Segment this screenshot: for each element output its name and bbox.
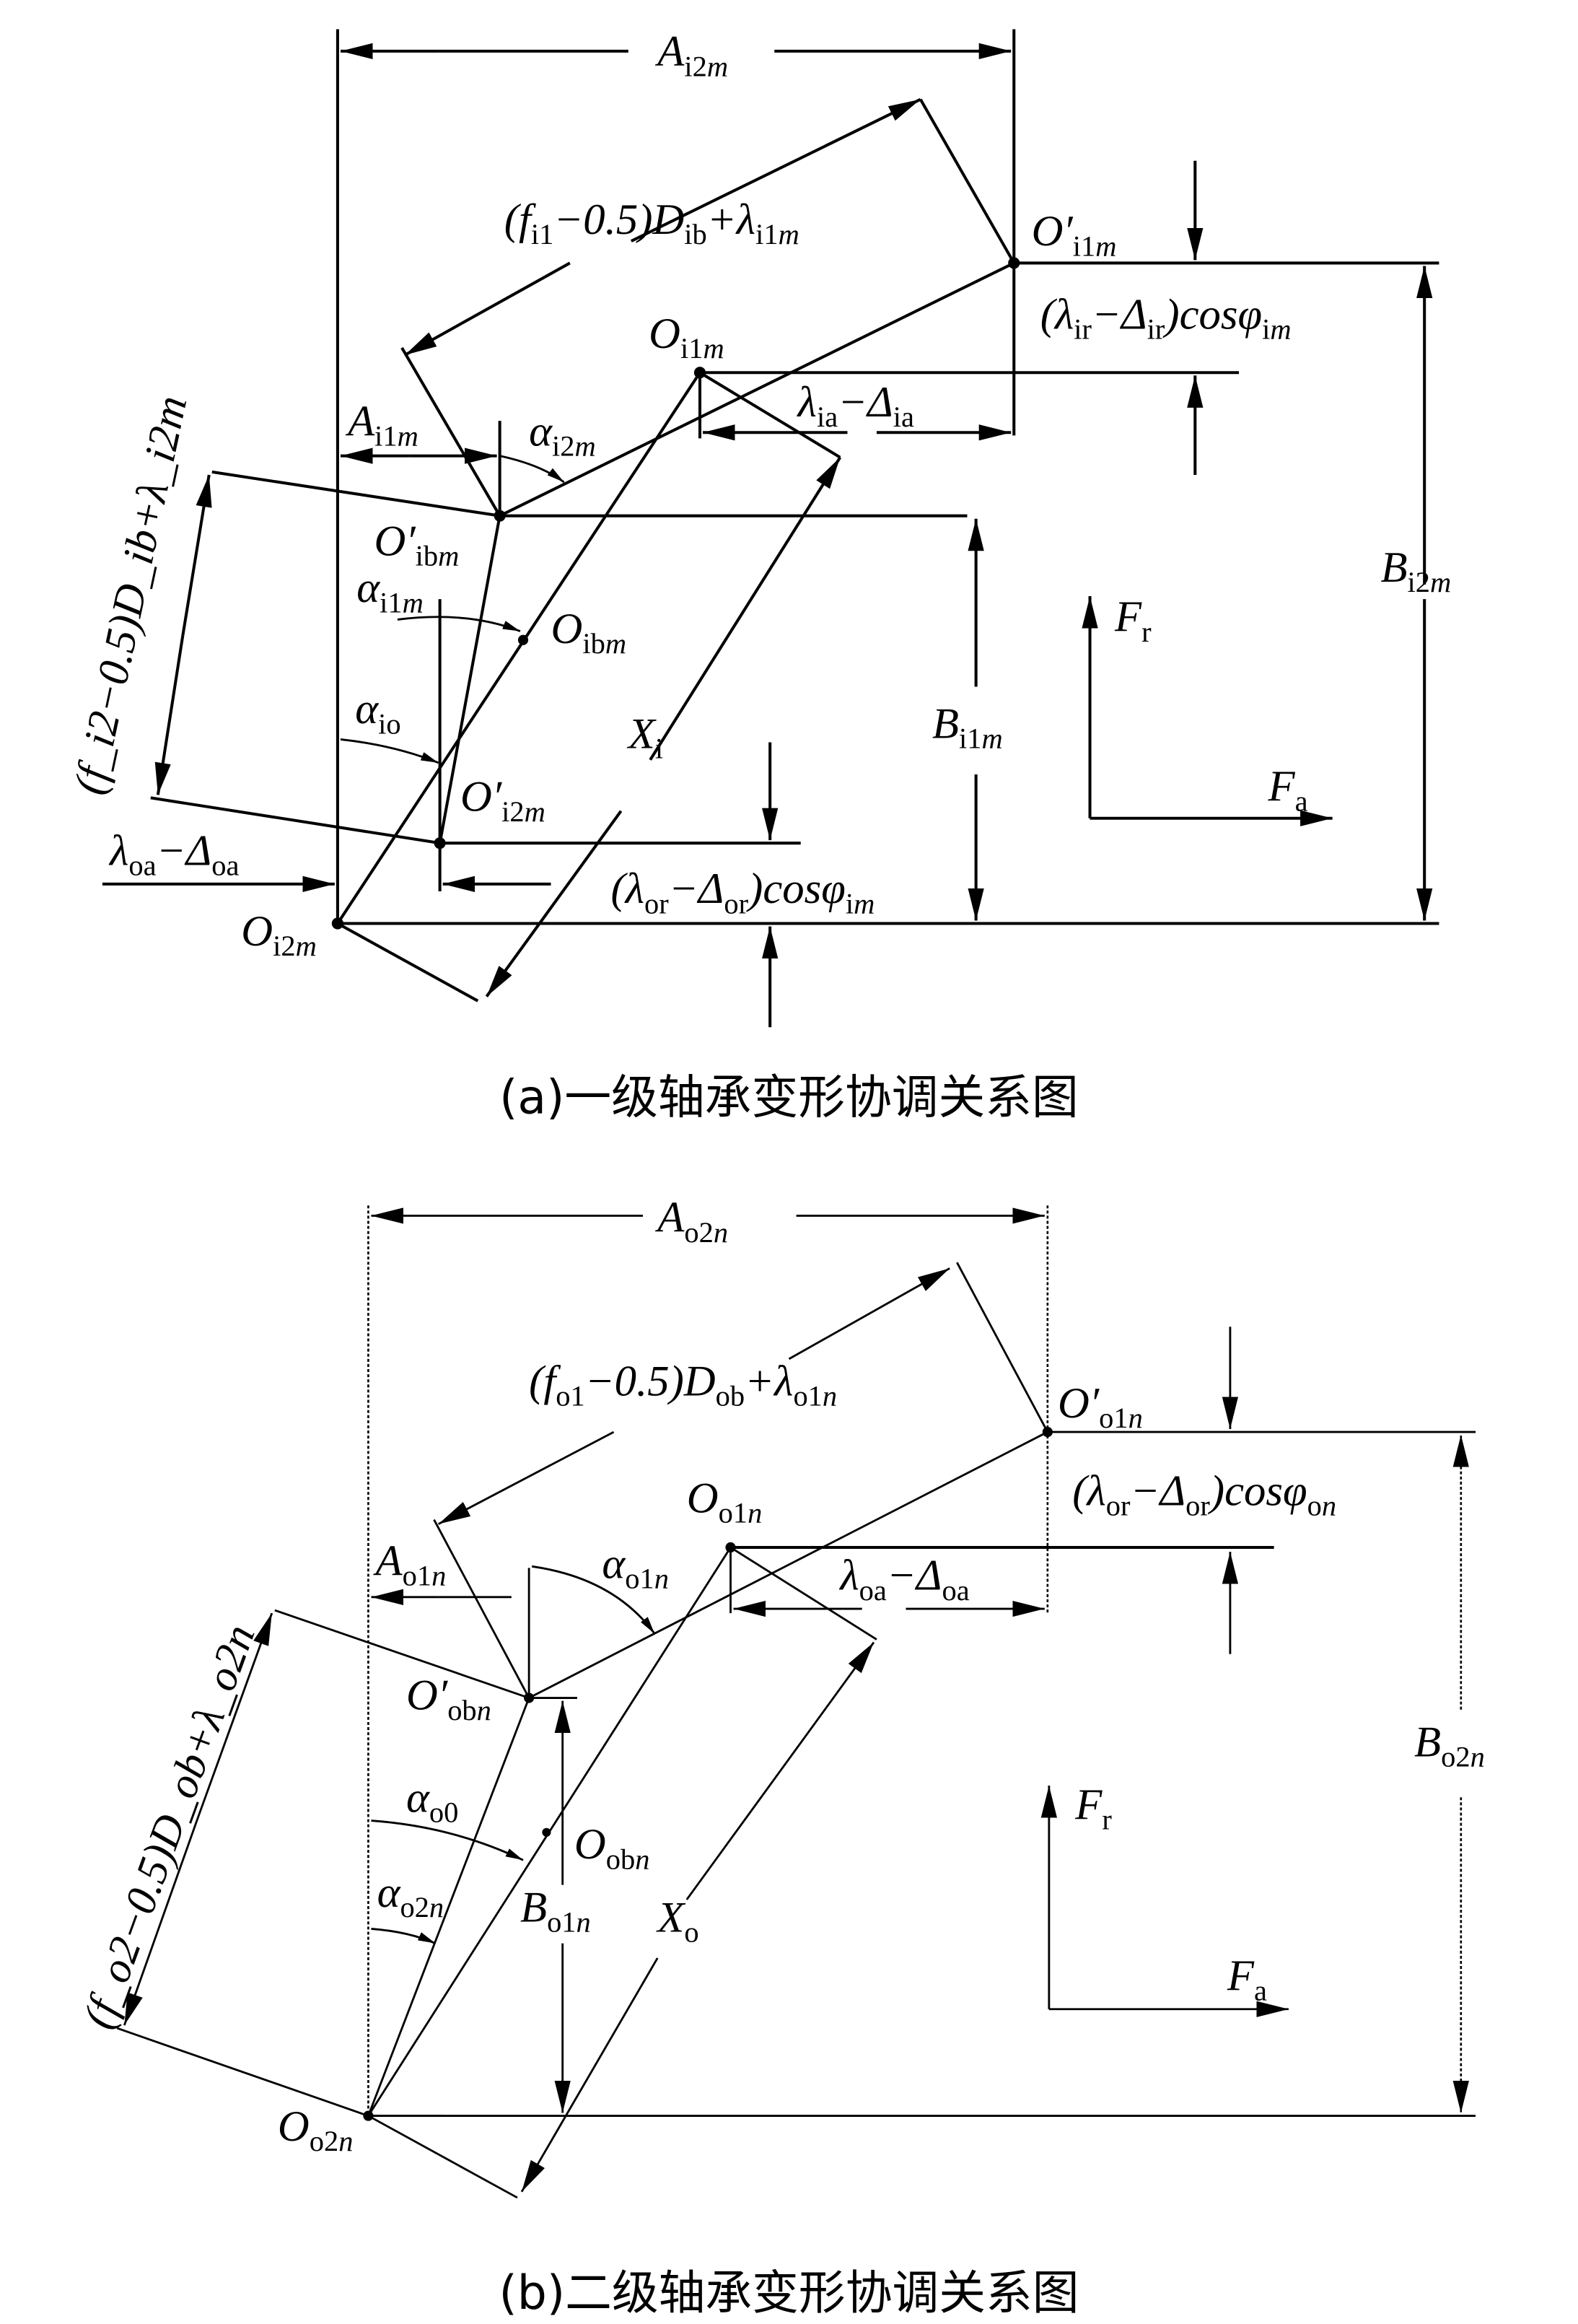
dim-arrow-xi bbox=[485, 810, 623, 997]
contact-line bbox=[367, 2115, 518, 2199]
dim-arrow-fi2 bbox=[181, 474, 212, 637]
point-O-i2m bbox=[331, 917, 344, 930]
label-loa: λoa−Δoa bbox=[108, 827, 239, 882]
point-Op-obn bbox=[524, 1692, 535, 1703]
contact-line bbox=[116, 2027, 369, 2117]
label-lir: (λir−Δir)cosφim bbox=[1040, 291, 1292, 346]
label-alpha_i1m: αi1m bbox=[356, 564, 424, 619]
label-loa: λoa−Δoa bbox=[838, 1552, 969, 1607]
angle-arc-alpha-o0 bbox=[371, 1820, 524, 1861]
contact-line bbox=[433, 1519, 530, 1699]
point-O-obn bbox=[542, 1827, 551, 1837]
caption-a: (a)一级轴承变形协调关系图 bbox=[499, 1071, 1079, 1125]
angle-arc-alpha-i2m bbox=[499, 455, 565, 484]
label-Op_i1m: O′i1m bbox=[1032, 207, 1117, 262]
label-alpha_o0: αo0 bbox=[406, 1773, 458, 1828]
contact-line bbox=[150, 796, 440, 845]
label-O_o1n: Oo1n bbox=[687, 1474, 763, 1529]
label-f_o1: (fo1−0.5)Dob+λo1n bbox=[529, 1357, 837, 1412]
label-f_i2: (f_i2−0.5)D_ib+λ_i2m bbox=[65, 392, 196, 799]
label-f_o2: (f_o2−0.5)D_ob+λ_o2n bbox=[74, 1619, 264, 2035]
contact-line bbox=[274, 1609, 530, 1699]
label-B_i2m: Bi2m bbox=[1380, 543, 1451, 598]
dim-arrow-fo1 bbox=[437, 1430, 615, 1525]
point-O-o1n bbox=[725, 1542, 736, 1553]
label-B_i1m: Bi1m bbox=[932, 699, 1003, 754]
contact-line bbox=[919, 98, 1016, 264]
dim-arrow-fo2 bbox=[123, 1819, 198, 2026]
diagram-b bbox=[116, 1205, 1476, 2199]
label-alpha_i2m: αi2m bbox=[529, 407, 596, 462]
contact-line bbox=[698, 371, 841, 459]
contact-line bbox=[729, 1546, 877, 1641]
label-F_a: Fa bbox=[1227, 1952, 1267, 2006]
angle-arc-alpha-io bbox=[340, 738, 439, 764]
label-A_o1n: Ao1n bbox=[373, 1537, 447, 1591]
label-f_i1: (fi1−0.5)Dib+λi1m bbox=[504, 196, 799, 250]
label-O_ibm: Oibm bbox=[551, 605, 626, 660]
label-Op_ibm: O′ibm bbox=[374, 517, 460, 572]
contact-line bbox=[367, 1698, 530, 2117]
label-O_i2m: Oi2m bbox=[241, 907, 317, 962]
point-Op-ibm bbox=[494, 510, 506, 522]
label-O_o2n: Oo2n bbox=[278, 2102, 354, 2157]
label-F_a: Fa bbox=[1268, 762, 1308, 817]
label-A_i1m: Ai1m bbox=[345, 397, 418, 452]
bearing-axis-line bbox=[336, 372, 701, 925]
contact-line bbox=[438, 515, 501, 844]
caption-b: (b)二级轴承变形协调关系图 bbox=[499, 2266, 1079, 2320]
label-Op_obn: O′obn bbox=[406, 1672, 491, 1726]
point-O-o2n bbox=[363, 2110, 374, 2121]
label-O_i1m: Oi1m bbox=[649, 310, 724, 364]
contact-line bbox=[211, 470, 500, 517]
label-Op_o1n: O′o1n bbox=[1058, 1379, 1143, 1434]
contact-line bbox=[400, 346, 501, 517]
dim-arrow-fi1 bbox=[630, 97, 921, 243]
label-F_r: Fr bbox=[1074, 1781, 1112, 1836]
label-X_o: Xo bbox=[655, 1893, 698, 1948]
angle-arc-alpha-i1m bbox=[397, 616, 521, 632]
label-X_i: Xi bbox=[626, 710, 663, 765]
label-lia: λia−Δia bbox=[797, 378, 914, 433]
contact-line bbox=[499, 261, 1015, 517]
dim-arrow-fo1 bbox=[788, 1267, 950, 1360]
point-O-i1m bbox=[693, 367, 706, 379]
label-alpha_io: αio bbox=[355, 685, 400, 740]
dim-arrow-xo bbox=[520, 1957, 659, 2193]
contact-line bbox=[528, 1430, 1048, 1699]
label-lor: (λor−Δor)cosφim bbox=[611, 865, 875, 919]
dim-arrow-fo2 bbox=[196, 1612, 273, 1820]
dim-arrow-xo bbox=[685, 1641, 875, 1900]
contact-line bbox=[956, 1262, 1049, 1433]
label-alpha_o2n: αo2n bbox=[377, 1869, 444, 1923]
label-lor: (λor−Δor)cosφon bbox=[1072, 1467, 1336, 1521]
dim-arrow-fi2 bbox=[154, 635, 185, 795]
label-A_i2m: Ai2m bbox=[654, 27, 728, 82]
label-B_o2n: Bo2n bbox=[1414, 1718, 1485, 1773]
angle-arc-alpha-o2n bbox=[371, 1928, 437, 1944]
point-O-ibm bbox=[517, 634, 529, 645]
dim-arrow-xi bbox=[649, 456, 842, 761]
label-B_o1n: Bo1n bbox=[520, 1883, 591, 1938]
label-alpha_o1n: αo1n bbox=[602, 1540, 669, 1595]
point-Op-i1m bbox=[1008, 257, 1020, 269]
label-F_r: Fr bbox=[1114, 593, 1152, 648]
diagram-a bbox=[102, 29, 1439, 1028]
label-A_o2n: Ao2n bbox=[654, 1194, 728, 1249]
dim-arrow-fi1 bbox=[404, 261, 571, 357]
point-Op-i2m bbox=[434, 837, 446, 849]
label-O_obn: Oobn bbox=[574, 1820, 650, 1875]
label-Op_i2m: O′i2m bbox=[460, 773, 545, 828]
contact-line bbox=[336, 922, 479, 1002]
point-Op-o1n bbox=[1042, 1426, 1053, 1438]
angle-arc-alpha-o1n bbox=[531, 1565, 656, 1635]
